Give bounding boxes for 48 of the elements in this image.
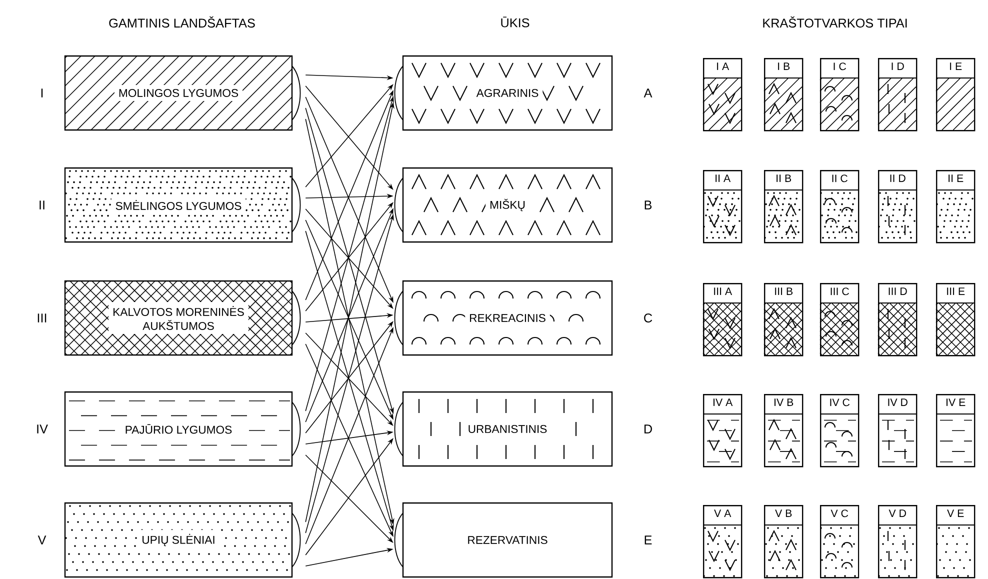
landscape-type-box: III A (702, 283, 742, 356)
land-use-box: AGRARINIS (394, 55, 613, 131)
landscape-box: SMĖLINGOS LYGUMOS (64, 167, 301, 243)
row-label: I (41, 88, 43, 98)
row-label: II (40, 200, 44, 210)
landscape-type-box: V E (936, 505, 976, 578)
landscape-box: UPIŲ SLĖNIAI (64, 502, 301, 578)
landscape-type-box: IV B (764, 394, 804, 468)
landscape-type-box: II B (764, 170, 804, 244)
column-heading: ŪKIS (501, 16, 530, 28)
landscape-type-box: V A (702, 505, 742, 578)
landscape-type-box: II D (878, 170, 918, 244)
landscape-type-box: V B (764, 505, 804, 578)
landscape-type-box: IV C (820, 394, 860, 468)
landscape-type-box: IV D (878, 394, 918, 468)
row-label: V (38, 536, 46, 544)
land-use-box: MIŠKŲ (394, 167, 613, 243)
landscape-box: PAJŪRIO LYGUMOS (64, 391, 301, 467)
landscape-type-box: II C (820, 170, 860, 244)
row-label: D (644, 424, 652, 434)
landscape-type-box: II E (936, 170, 976, 244)
landscape-type-box: V D (878, 505, 918, 578)
land-use-box: REKREACINIS (394, 280, 613, 356)
landscape-box: MOLINGOS LYGUMOS (64, 55, 301, 131)
row-label: III (38, 314, 46, 322)
column-heading: GAMTINIS LANDŠAFTAS (109, 16, 255, 28)
landscape-type-box: III B (764, 283, 804, 356)
landscape-type-box: I A (702, 58, 742, 132)
landscape-type-box: IV E (936, 394, 976, 468)
landscape-type-box: I C (820, 58, 860, 132)
column-heading: KRAŠTOTVARKOS TIPAI (763, 16, 907, 28)
landscape-type-box: II A (702, 170, 742, 244)
row-label: E (644, 536, 652, 544)
landscape-type-box: IV A (702, 394, 742, 468)
landscape-type-box: III D (878, 283, 918, 356)
land-use-box: REZERVATINIS (394, 502, 613, 578)
landscape-type-box: III C (820, 283, 860, 356)
row-label: C (644, 314, 652, 322)
row-label: B (644, 200, 652, 210)
land-use-box: URBANISTINIS (394, 391, 613, 467)
landscape-type-box: V C (820, 505, 860, 578)
landscape-type-box: I B (764, 58, 804, 132)
row-label: IV (37, 424, 48, 434)
landscape-type-box: I E (936, 58, 976, 132)
row-label: A (644, 88, 652, 98)
landscape-type-box: III E (936, 283, 976, 356)
landscape-box: KALVOTOS MORENINĖS AUKŠTUMOS (64, 280, 301, 356)
landscape-type-box: I D (878, 58, 918, 132)
